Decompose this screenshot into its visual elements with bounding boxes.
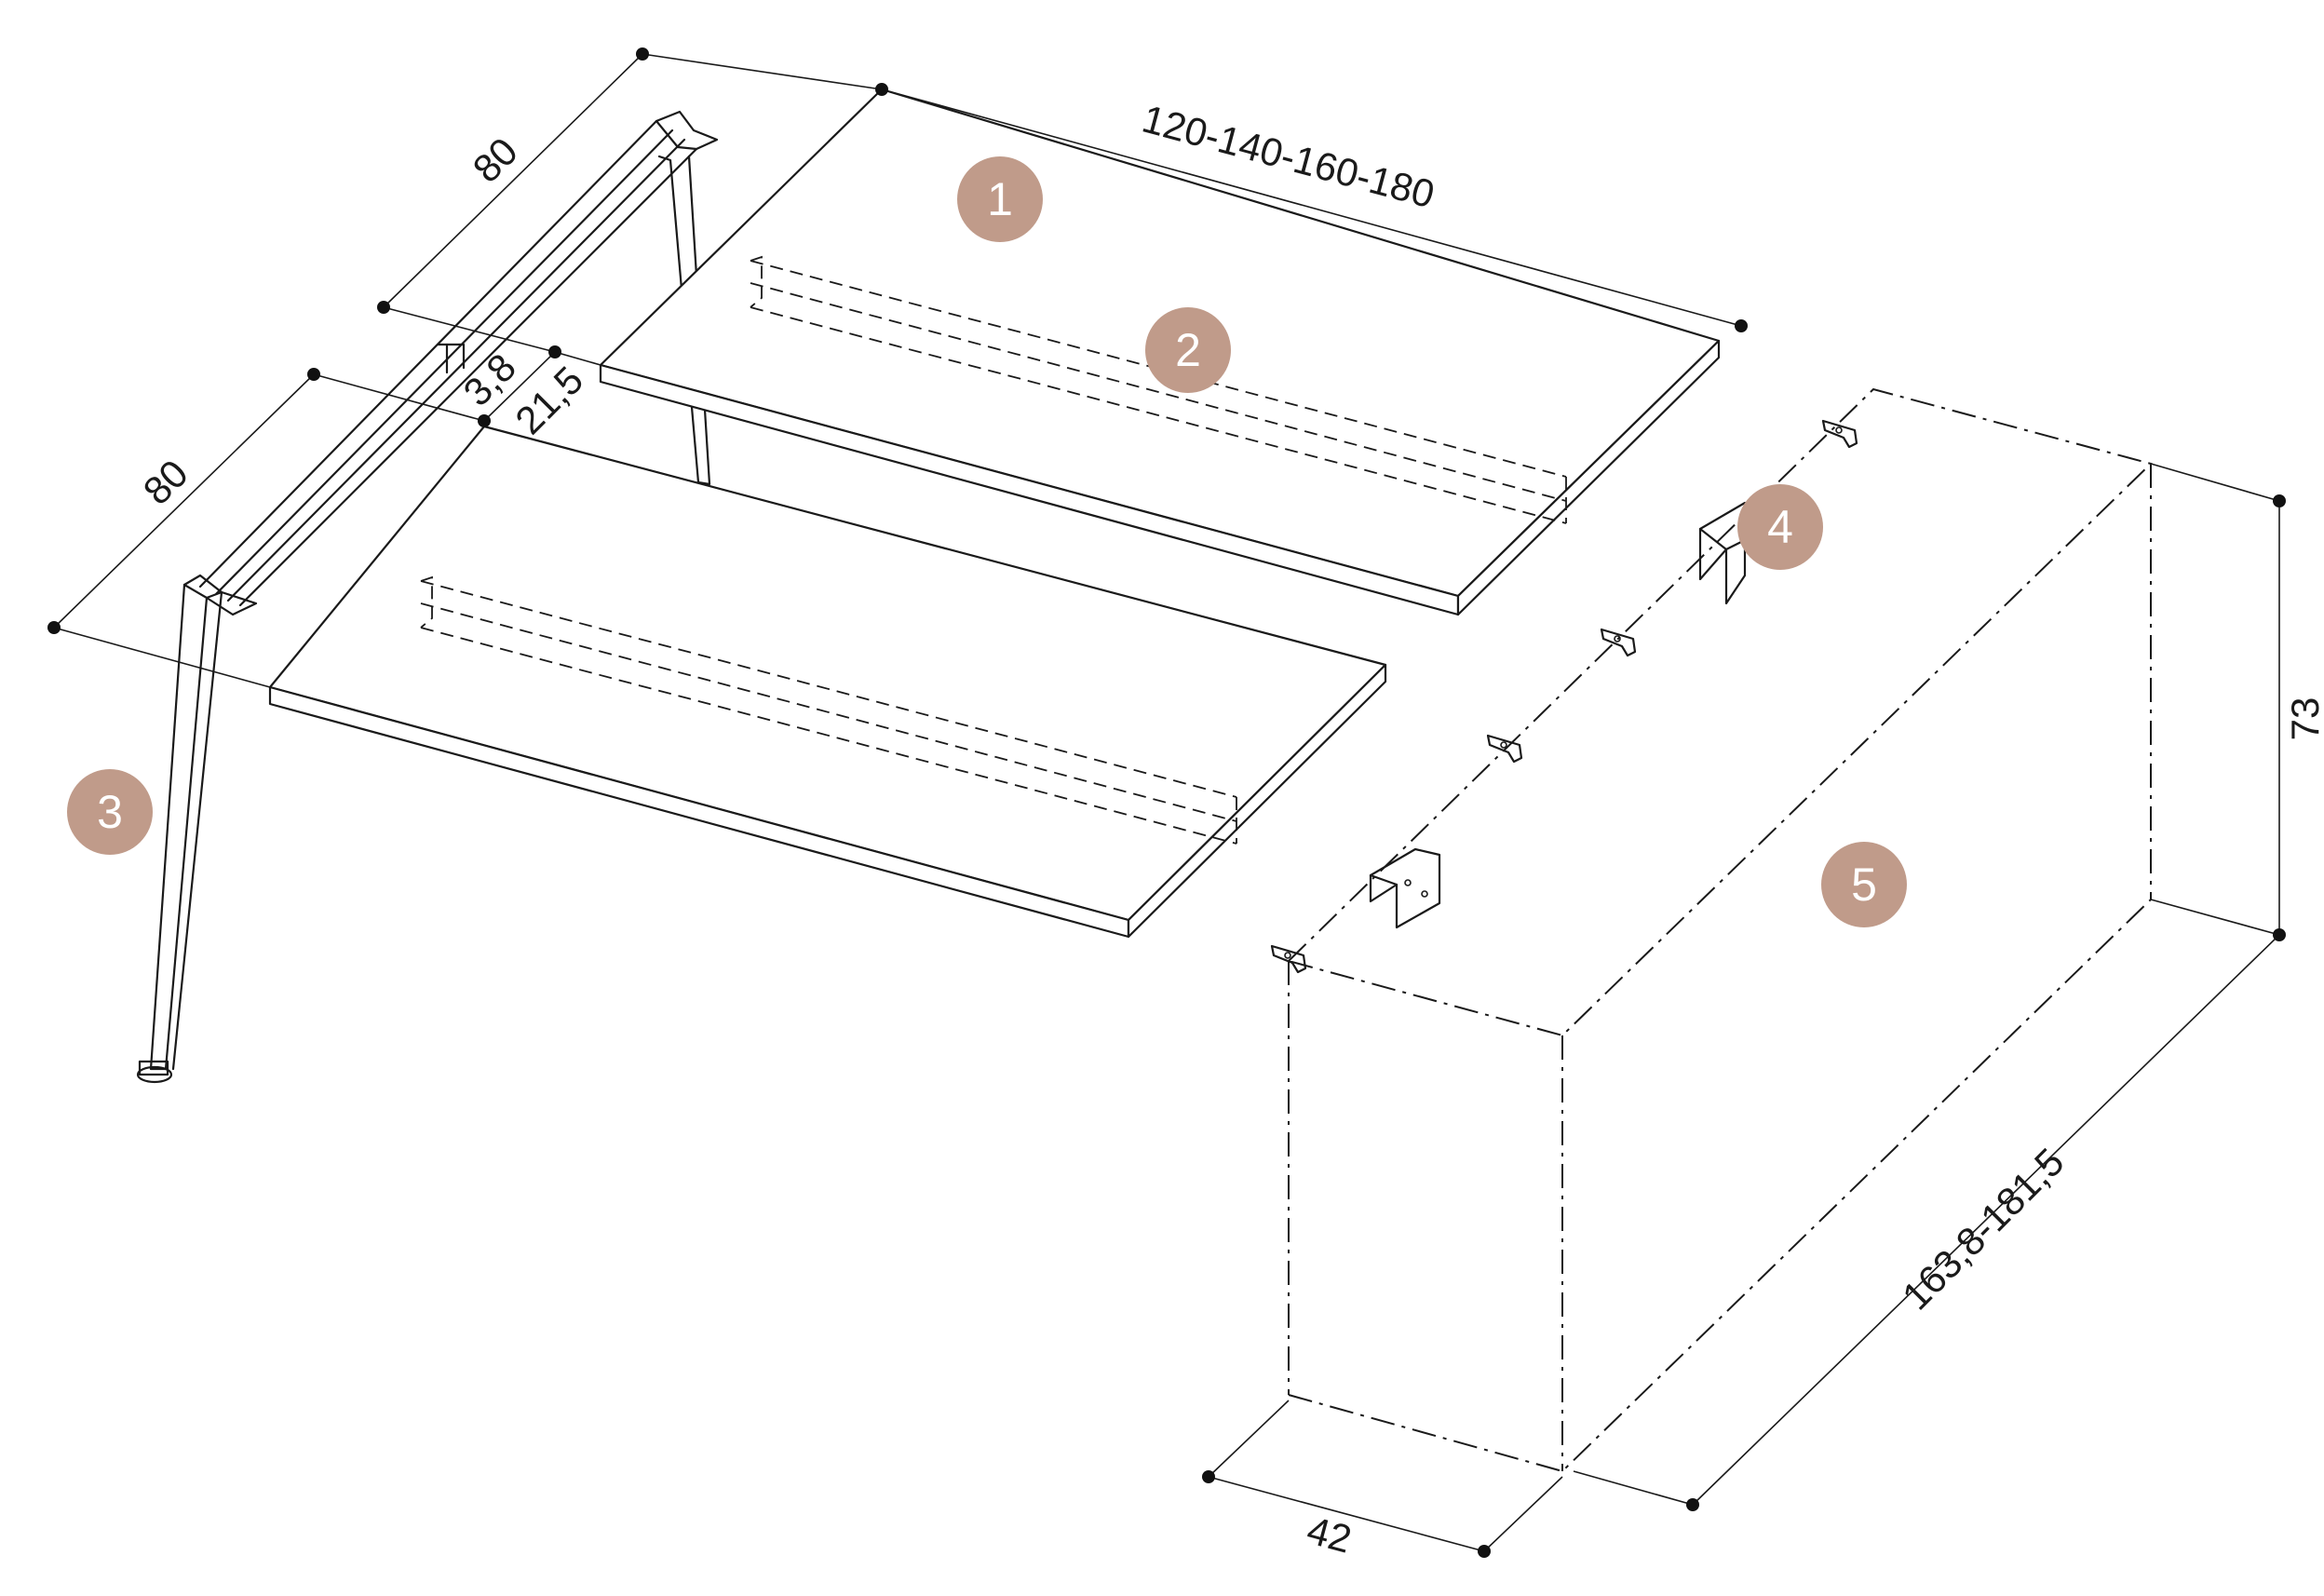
dim-top-width: 80 [465,129,526,191]
clip-3 [1486,734,1523,764]
dimension-lines [53,53,2280,1552]
front-beam-dashed [420,575,1237,845]
dimension-endpoints [47,47,2286,1558]
connector-hardware [1270,419,1858,974]
leg-frame [136,110,719,1084]
svg-text:5: 5 [1851,859,1877,911]
svg-text:1: 1 [987,173,1013,225]
dim-height: 73 [2283,697,2324,741]
dim-depth: 42 [1303,1508,1356,1561]
clip-4 [1270,944,1307,974]
dim-bottom-width: 80 [135,452,196,513]
dim-total-length: 163,8-181,5 [1894,1140,2073,1319]
dim-gap: 21,5 [507,358,591,442]
front-desk-top [268,425,1387,939]
bracket-lower [1369,847,1441,929]
bracket-upper [1698,501,1747,605]
svg-text:2: 2 [1175,324,1201,376]
svg-text:4: 4 [1767,501,1793,553]
badge-2: 2 [1145,307,1231,393]
badge-1: 1 [957,156,1043,242]
clip-2 [1600,628,1637,657]
badge-3: 3 [67,769,153,855]
svg-text:3: 3 [97,786,123,838]
clip-1 [1821,419,1858,449]
badge-4: 4 [1737,484,1823,570]
badge-5: 5 [1821,842,1907,927]
